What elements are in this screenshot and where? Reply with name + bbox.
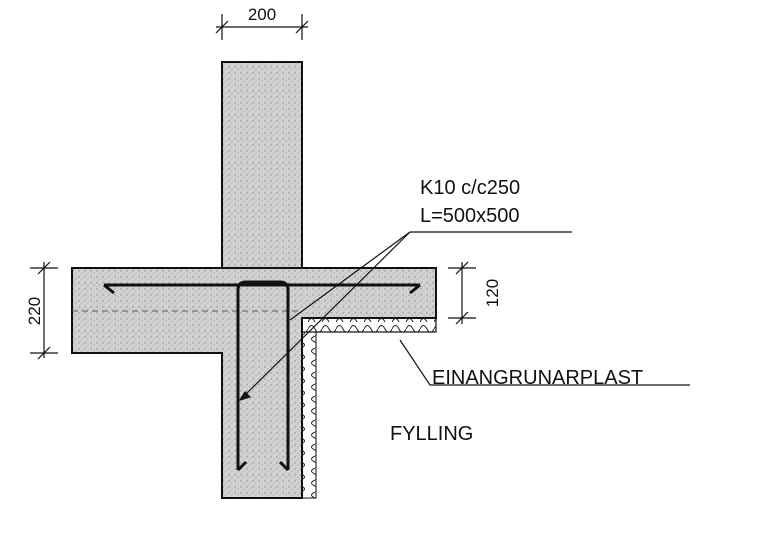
rebar-length-label: L=500x500: [420, 205, 520, 227]
concrete-slab: [71, 267, 437, 499]
dim-slab-top-label: 120: [483, 279, 502, 307]
dim-slab-total-label: 220: [25, 297, 44, 325]
insulation-horizontal: [301, 317, 437, 333]
insulation-vertical: [301, 331, 317, 499]
leader-lines: [238, 231, 690, 402]
fill-label: FYLLING: [390, 423, 473, 445]
rebar-top: [103, 283, 421, 295]
dim-wall-width: [215, 14, 309, 40]
dim-wall-width-label: 200: [248, 5, 276, 24]
concrete-wall-upper: [221, 61, 303, 271]
insulation-label: EINANGRUNARPLAST: [432, 367, 643, 389]
dim-slab-top: [448, 261, 476, 325]
dim-slab-total: [30, 261, 58, 360]
rebar-spec-label: K10 c/c250: [420, 177, 520, 199]
rebar-stirrup: [236, 280, 290, 472]
